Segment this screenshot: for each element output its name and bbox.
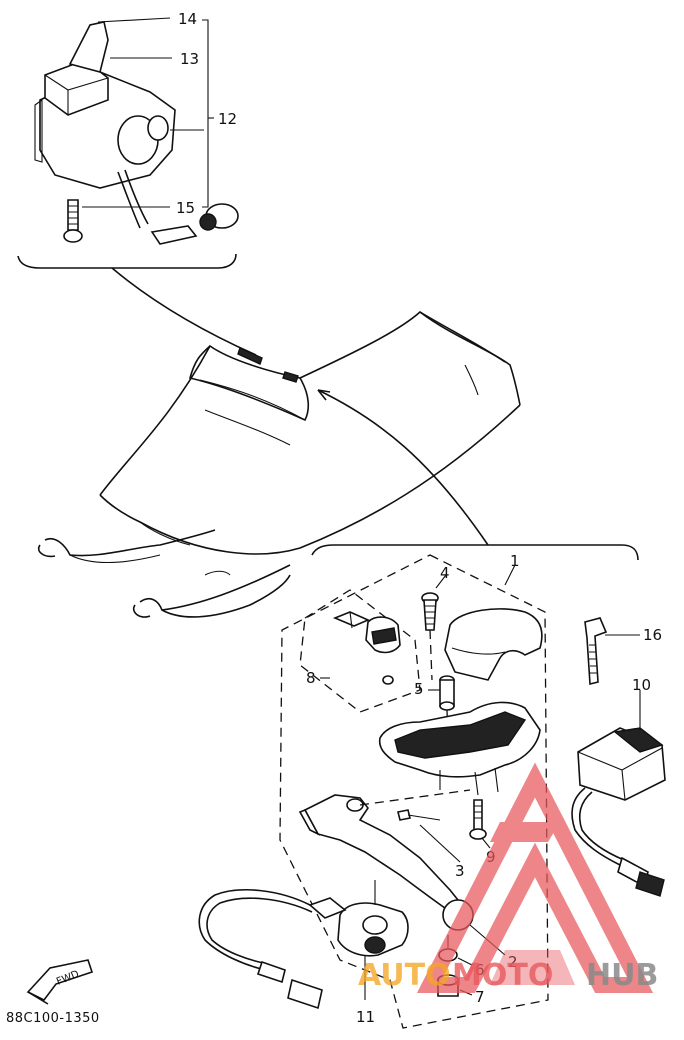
throttle-switch-11 [198,880,409,1010]
clip-16 [584,617,640,686]
watermark-logo [416,762,654,993]
spacer-5 [428,629,455,741]
part-number-2: 2 [508,953,518,971]
fwd-arrow-icon: FWD [26,959,94,1005]
part-number-5: 5 [414,680,424,698]
bolt-9 [469,799,491,849]
grip-cover [444,608,543,681]
part-number-4: 4 [440,564,450,582]
watermark-triangle-icon [416,762,654,993]
part-number-13: 13 [180,50,199,68]
part-number-8: 8 [306,669,316,687]
dashed-group-8 [299,589,421,713]
clamp-8 [332,611,401,685]
lower-bracket [311,544,639,561]
throttle-lever-3 [298,789,471,917]
part-number-15: 15 [176,199,195,217]
leader-3 [419,824,461,863]
sled-pointer-arrow [317,389,331,401]
bolt-4 [421,574,447,631]
snowmobile-outline [37,310,521,618]
inset-pointer-line [111,267,257,356]
part-number-16: 16 [643,626,662,644]
sled-pointer-line [317,389,489,546]
part-number-3: 3 [455,862,465,880]
part-number-14: 14 [178,10,197,28]
inset-leader-lines [82,17,214,208]
part-number-1: 1 [510,552,520,570]
watermark-text-hub: HUB [586,958,658,993]
fwd-label: FWD [55,969,81,988]
inset-bracket [17,253,237,269]
part-number-7: 7 [475,988,485,1006]
leader-1 [504,564,516,586]
watermark-text-moto: MOTO [452,958,553,993]
relay-10 [571,690,666,897]
part-number-11: 11 [356,1008,375,1026]
dashed-group-1 [279,554,549,1029]
switch-housing-assembly [34,21,239,245]
watermark-text-auto: AUTO [358,958,451,993]
diagram-code: 88C100-1350 [6,1011,100,1026]
part-number-12: 12 [218,110,237,128]
part-number-10: 10 [632,676,651,694]
